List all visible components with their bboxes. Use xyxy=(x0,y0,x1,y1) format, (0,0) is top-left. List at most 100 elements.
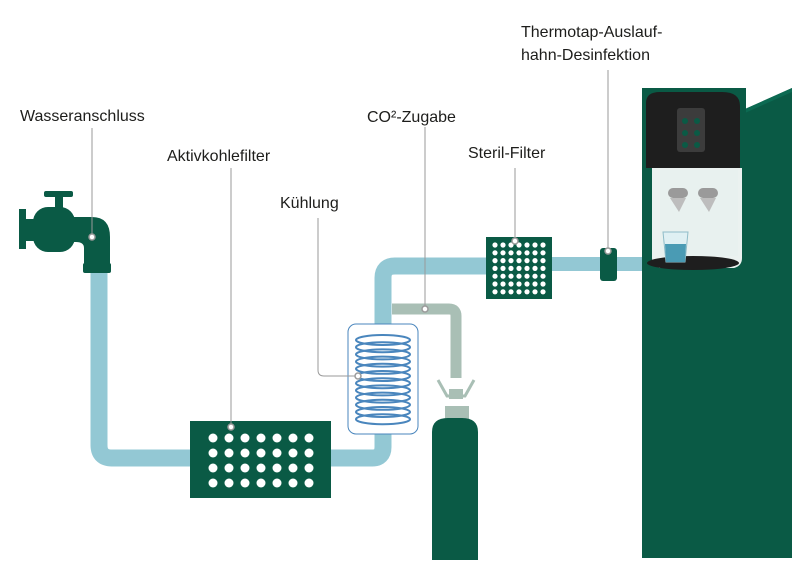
filter-hole xyxy=(492,250,498,256)
filter-hole xyxy=(532,281,538,287)
filter-hole xyxy=(540,281,546,287)
filter-hole xyxy=(288,448,298,458)
coil-loop xyxy=(355,334,411,346)
cooling-coil-icon xyxy=(355,334,411,426)
filter-hole xyxy=(532,258,538,264)
filter-hole xyxy=(516,281,522,287)
filter-hole xyxy=(240,448,250,458)
filter-hole xyxy=(208,478,218,488)
filter-hole xyxy=(500,289,506,295)
filter-hole xyxy=(508,250,514,256)
filter-hole xyxy=(240,463,250,473)
filter-hole xyxy=(524,250,530,256)
filter-hole xyxy=(272,463,282,473)
label-carbon-filter: Aktivkohlefilter xyxy=(167,148,271,165)
filter-hole xyxy=(524,289,530,295)
filter-hole xyxy=(500,258,506,264)
filter-hole xyxy=(224,478,234,488)
filter-hole xyxy=(524,273,530,279)
filter-hole xyxy=(540,258,546,264)
filter-hole xyxy=(208,433,218,443)
filter-hole xyxy=(304,463,314,473)
filter-hole xyxy=(532,250,538,256)
filter-hole xyxy=(224,463,234,473)
leader-lines xyxy=(91,70,609,426)
sterile-filter-holes xyxy=(492,242,546,295)
coil-loop xyxy=(355,341,411,354)
filter-hole xyxy=(540,289,546,295)
filter-hole xyxy=(256,433,266,443)
filter-hole xyxy=(540,242,546,248)
label-cooling: Kühlung xyxy=(280,195,339,212)
filter-hole xyxy=(492,281,498,287)
filter-hole xyxy=(240,433,250,443)
filter-hole xyxy=(224,433,234,443)
coil-loop xyxy=(355,362,411,375)
label-sterile-filter: Steril-Filter xyxy=(468,145,546,162)
filter-hole xyxy=(500,265,506,271)
leader-dots xyxy=(88,233,612,431)
filter-hole xyxy=(500,250,506,256)
filter-hole xyxy=(508,265,514,271)
filter-hole xyxy=(492,265,498,271)
filter-hole xyxy=(272,448,282,458)
water-pipe xyxy=(90,270,193,467)
filter-hole xyxy=(508,273,514,279)
filter-hole xyxy=(540,273,546,279)
water-dispenser-icon xyxy=(642,88,792,558)
filter-hole xyxy=(288,433,298,443)
filter-hole xyxy=(208,448,218,458)
filter-hole xyxy=(532,289,538,295)
filter-hole xyxy=(540,250,546,256)
filter-hole xyxy=(500,273,506,279)
label-water-connection: Wasseranschluss xyxy=(20,108,145,125)
filter-hole xyxy=(516,289,522,295)
filter-hole xyxy=(272,433,282,443)
label-co2: CO²-Zugabe xyxy=(367,109,456,126)
filter-hole xyxy=(508,281,514,287)
filter-hole xyxy=(508,258,514,264)
filter-hole xyxy=(524,281,530,287)
coil-loop xyxy=(355,413,411,426)
co2-cylinder-icon xyxy=(432,379,478,560)
filter-hole xyxy=(492,273,498,279)
label-thermotap-line2: hahn-Desinfektion xyxy=(521,47,650,64)
filter-hole xyxy=(516,258,522,264)
filter-hole xyxy=(508,242,514,248)
coil-loop xyxy=(355,355,411,368)
coil-loop xyxy=(355,377,411,390)
filter-hole xyxy=(208,463,218,473)
coil-loop xyxy=(355,391,411,404)
filter-hole xyxy=(516,242,522,248)
label-thermotap-line1: Thermotap-Auslauf- xyxy=(521,24,663,41)
carbon-filter-holes xyxy=(208,433,314,488)
filter-hole xyxy=(500,242,506,248)
coil-loop xyxy=(355,348,411,361)
coil-loop xyxy=(355,406,411,418)
filter-hole xyxy=(516,273,522,279)
filter-hole xyxy=(224,448,234,458)
filter-hole xyxy=(532,242,538,248)
thermotap-valve-icon xyxy=(600,248,617,281)
filter-hole xyxy=(304,433,314,443)
filter-hole xyxy=(524,258,530,264)
filter-hole xyxy=(492,289,498,295)
filter-hole xyxy=(524,242,530,248)
filter-hole xyxy=(288,463,298,473)
filter-hole xyxy=(500,281,506,287)
co2-pipe xyxy=(392,303,462,378)
filter-hole xyxy=(516,265,522,271)
filter-hole xyxy=(540,265,546,271)
filter-hole xyxy=(524,265,530,271)
filter-hole xyxy=(240,478,250,488)
filter-hole xyxy=(256,463,266,473)
filter-hole xyxy=(304,478,314,488)
coil-loop xyxy=(355,398,411,411)
filter-hole xyxy=(508,289,514,295)
filter-hole xyxy=(272,478,282,488)
filter-hole xyxy=(256,448,266,458)
filter-hole xyxy=(304,448,314,458)
filter-hole xyxy=(532,273,538,279)
